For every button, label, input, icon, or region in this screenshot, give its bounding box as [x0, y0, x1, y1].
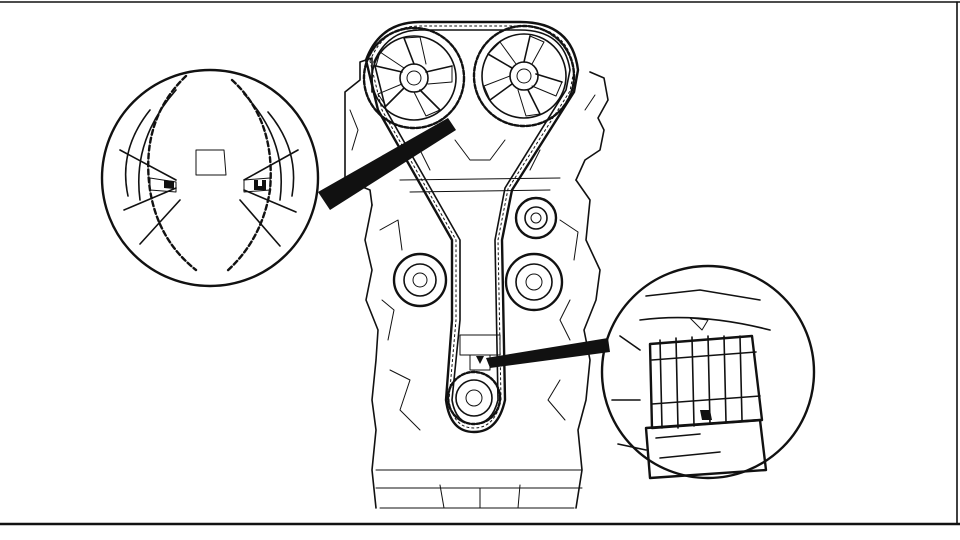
camshaft-timing-marks-callout [100, 68, 456, 288]
camshaft-sprocket-marks-icon [119, 74, 299, 274]
lower-idler-pulley [504, 252, 564, 312]
timing-belt [364, 20, 580, 434]
tensioner-pulley [392, 252, 448, 308]
crankshaft-sprocket [446, 370, 502, 426]
engine-block [344, 57, 609, 509]
crankshaft-timing-mark-callout [486, 264, 816, 480]
right-camshaft-sprocket [472, 24, 576, 128]
upper-idler-pulley [514, 196, 558, 240]
crankshaft-sprocket-mark-icon [611, 289, 771, 480]
left-camshaft-sprocket [362, 26, 466, 130]
